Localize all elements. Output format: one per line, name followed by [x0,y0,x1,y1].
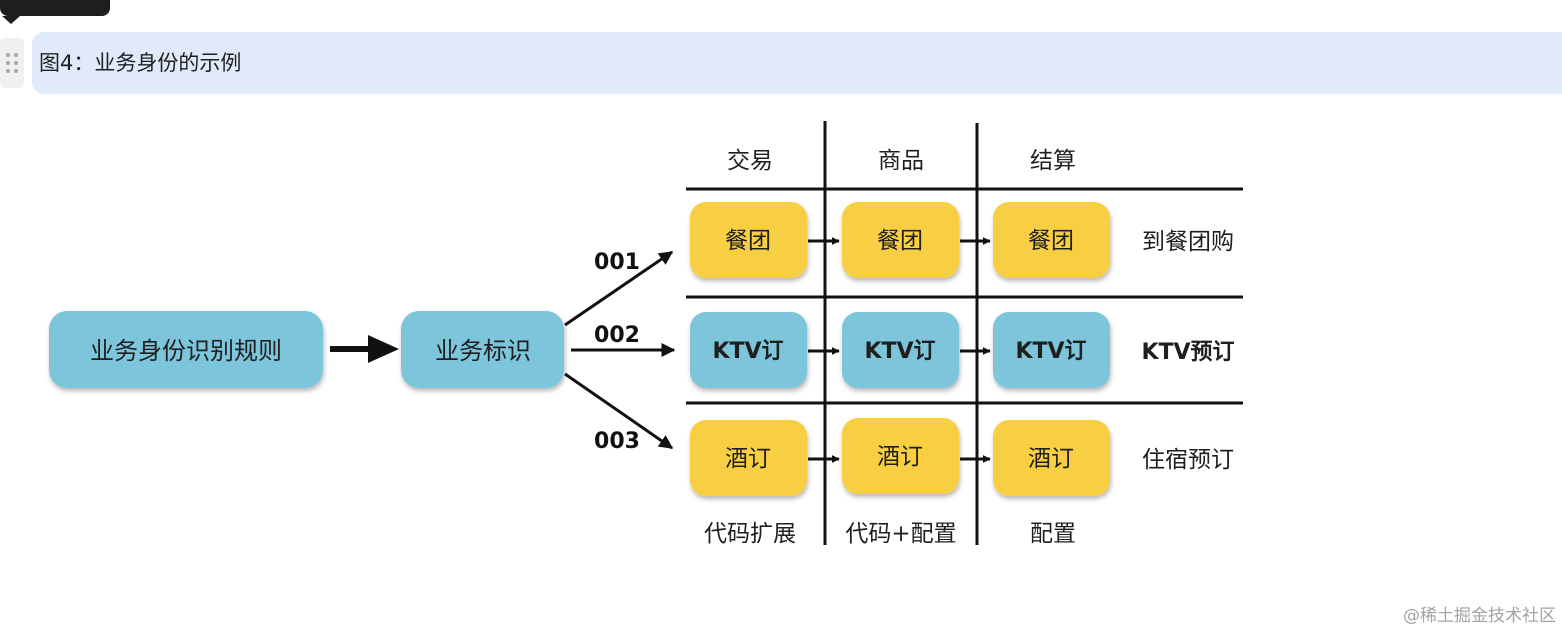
watermark: @稀土掘金技术社区 [1403,606,1556,626]
code-label: 001 [594,250,640,275]
row-label: KTV预订 [1141,340,1234,365]
figure-caption: 图4：业务身份的示例 [39,51,242,75]
arrow-icon [368,335,399,363]
arrow-icon [564,250,674,327]
cell-node [842,202,959,278]
cell-node [993,202,1110,278]
cell-node [690,420,807,496]
row-label: 到餐团购 [1142,229,1234,255]
cell-node [842,312,959,388]
code-label: 003 [594,429,640,454]
column-header: 交易 [727,148,773,174]
rule-node [49,311,323,388]
cell-node [690,312,807,388]
cell-node-label: 酒订 [725,446,771,472]
cell-node [993,420,1110,496]
cell-node-label: 餐团 [725,228,771,254]
cell-node-label: 餐团 [1028,228,1074,254]
column-header: 结算 [1030,148,1076,174]
column-footer: 配置 [1030,521,1076,547]
id-node-label: 业务标识 [435,337,531,365]
cell-node-label: 酒订 [1028,446,1074,472]
cell-node-label: KTV订 [864,339,935,364]
cell-node-label: 酒订 [877,444,923,470]
rule-node-label: 业务身份识别规则 [90,337,282,365]
row-label: 住宿预订 [1142,447,1234,473]
arrow-icon [564,372,674,450]
id-node [401,311,564,388]
cell-node [842,418,959,494]
column-header: 商品 [878,148,924,174]
caption-bar: 图4：业务身份的示例 [32,32,1562,94]
cell-node [690,202,807,278]
cell-node-label: KTV订 [712,339,783,364]
tooltip-tab [0,0,110,24]
drag-handle-icon[interactable] [0,38,24,88]
column-footer: 代码+配置 [845,521,956,547]
cell-node [993,312,1110,388]
cell-node-label: KTV订 [1015,339,1086,364]
cell-node-label: 餐团 [877,228,923,254]
code-label: 002 [594,323,640,348]
column-footer: 代码扩展 [704,521,796,547]
